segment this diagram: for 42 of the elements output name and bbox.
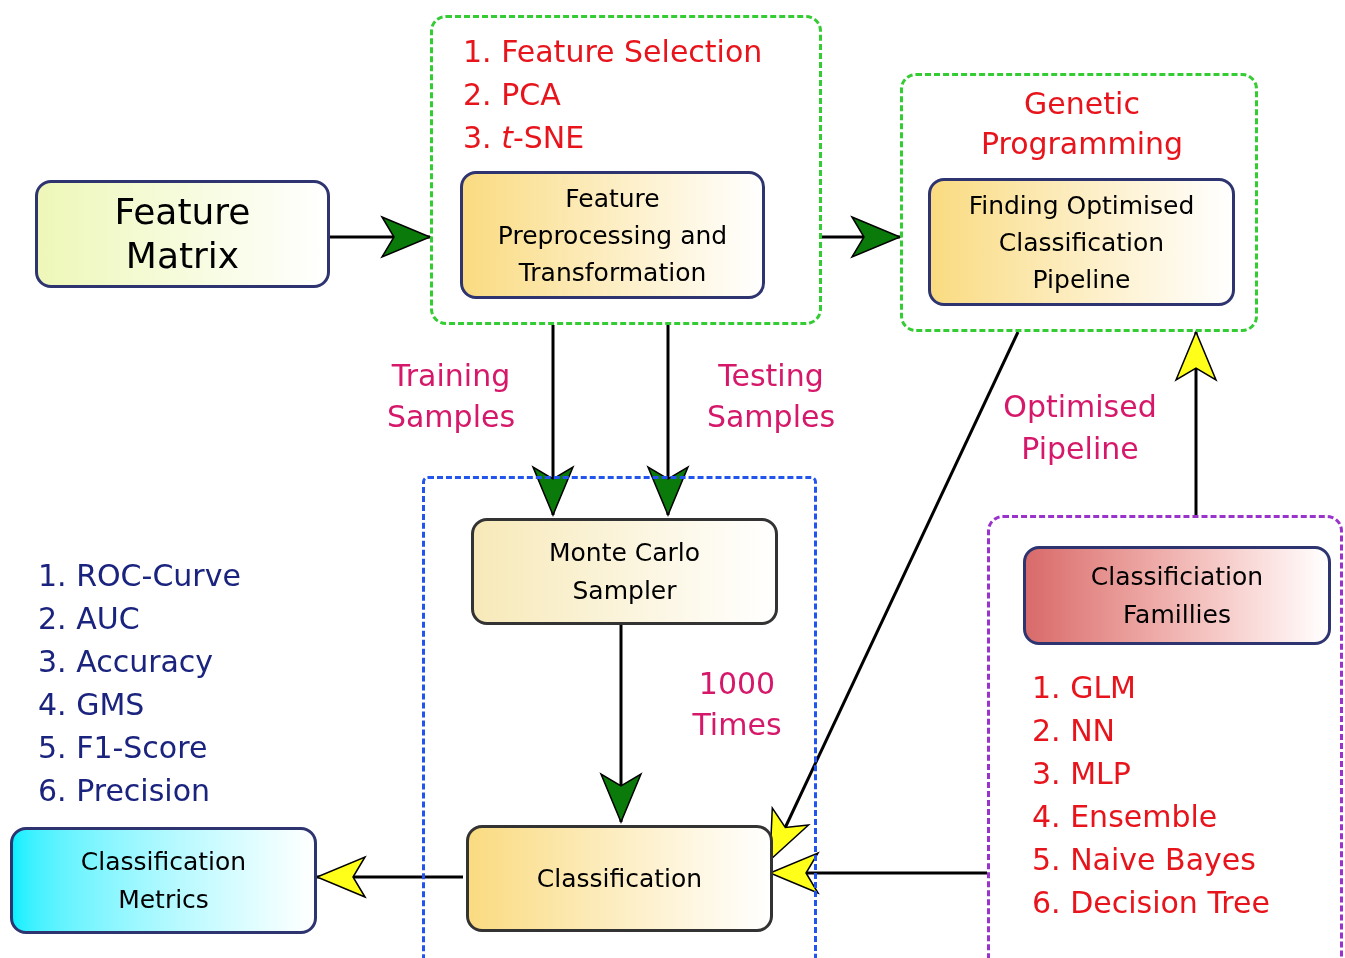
dashed-group-frame <box>430 15 822 325</box>
list-item: 6. Decision Tree <box>1032 884 1270 922</box>
arrow <box>330 216 431 258</box>
list-item: 2. NN <box>1032 712 1117 750</box>
box-label: Classificiation Famillies <box>1089 560 1265 631</box>
process-box <box>1023 546 1331 645</box>
list-item: 1. Feature Selection <box>463 33 763 71</box>
list-item: Genetic Programming <box>979 85 1185 163</box>
process-box <box>460 171 765 299</box>
metric-list-item: 6. Precision <box>38 772 212 810</box>
box-label: Feature Preprocessing and Transformation <box>496 182 729 289</box>
box-label: Feature Matrix <box>113 190 252 278</box>
process-box <box>35 180 330 288</box>
process-box <box>466 825 773 932</box>
metric-list-item: 3. Accuracy <box>38 643 215 681</box>
list-item: 2. PCA <box>463 76 562 114</box>
box-label: Classification <box>536 862 703 895</box>
box-label: Monte Carlo Sampler <box>547 536 702 607</box>
arrow <box>532 325 574 516</box>
arrow <box>1175 331 1217 515</box>
box-label: Finding Optimised Classification Pipeline <box>967 189 1196 296</box>
process-box <box>928 178 1235 306</box>
arrow <box>316 856 463 898</box>
metric-list-item: 2. AUC <box>38 600 141 638</box>
list-item: 1. GLM <box>1032 669 1137 707</box>
metric-list-item: 5. F1-Score <box>38 729 209 767</box>
list-item: 3. MLP <box>1032 755 1132 793</box>
process-box <box>471 518 778 625</box>
metric-list-item: 4. GMS <box>38 686 146 724</box>
arrow <box>822 216 901 258</box>
process-box <box>10 827 317 934</box>
dashed-group-frame <box>422 476 817 958</box>
arrow <box>647 325 689 516</box>
list-item: 3. t-SNE <box>463 119 586 157</box>
arrow <box>768 331 1020 861</box>
dashed-group-frame <box>900 73 1258 332</box>
box-label: Classification Metrics <box>79 845 248 916</box>
list-item: 4. Ensemble <box>1032 798 1219 836</box>
dashed-group-frame <box>987 515 1343 958</box>
annotation-text: Optimised Pipeline <box>1002 388 1158 468</box>
metric-list-item: 1. ROC-Curve <box>38 557 241 595</box>
list-item: 5. Naive Bayes <box>1032 841 1257 879</box>
